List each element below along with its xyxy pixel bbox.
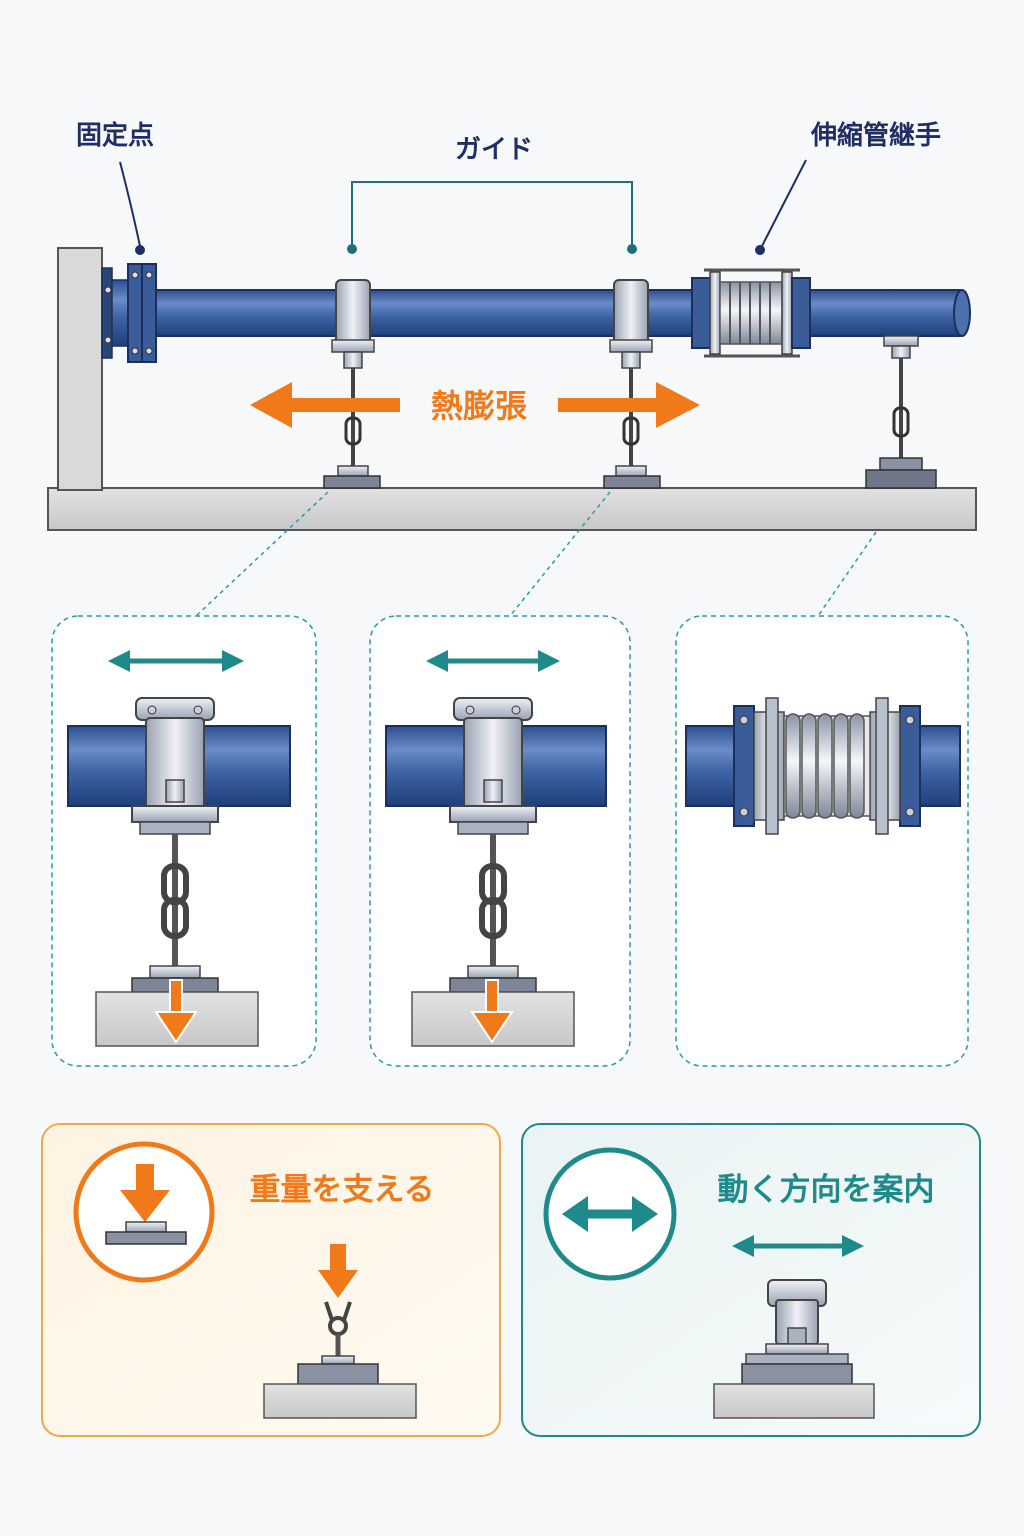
down-arrow-icon — [154, 979, 198, 1044]
connector-3 — [817, 531, 877, 617]
guide-illustration — [713, 1279, 875, 1419]
ground-slab — [47, 487, 977, 531]
double-arrow-icon — [108, 650, 244, 672]
chain-icon — [161, 863, 189, 939]
fixed-point-flange — [101, 263, 157, 363]
down-arrow-icon — [120, 1164, 170, 1222]
fixed-point-label: 固定点 — [76, 120, 154, 151]
guide-label: ガイド — [455, 135, 533, 165]
guide-direction-label: 動く方向を案内 — [718, 1172, 935, 1208]
double-arrow-icon — [732, 1235, 864, 1257]
chain-icon — [479, 863, 507, 939]
double-arrow-icon — [426, 650, 560, 672]
expansion-joint-label: 伸縮管継手 — [810, 120, 941, 151]
connector-2 — [509, 491, 611, 617]
guide-support-2 — [603, 279, 661, 489]
down-arrow-icon — [470, 979, 514, 1044]
expansion-joint-top — [691, 268, 811, 358]
connector-1 — [195, 491, 329, 617]
detail-panel-expansion-joint — [675, 615, 969, 1067]
anchor-wall — [57, 247, 103, 491]
support-illustration — [263, 1244, 417, 1419]
expansion-joint-detail — [685, 697, 961, 835]
main-pipe — [149, 289, 966, 337]
thermal-expansion-arrows — [250, 382, 700, 428]
double-arrow-icon — [562, 1196, 658, 1232]
guide-support-1 — [323, 279, 381, 489]
support-weight-label: 重量を支える — [249, 1172, 434, 1208]
expansion-joint-leader — [761, 159, 807, 247]
guide-bracket — [351, 181, 633, 246]
pipe-support-right — [865, 335, 937, 489]
thermal-expansion-label: 熱膨張 — [431, 387, 527, 425]
fixed-point-leader — [119, 161, 141, 247]
